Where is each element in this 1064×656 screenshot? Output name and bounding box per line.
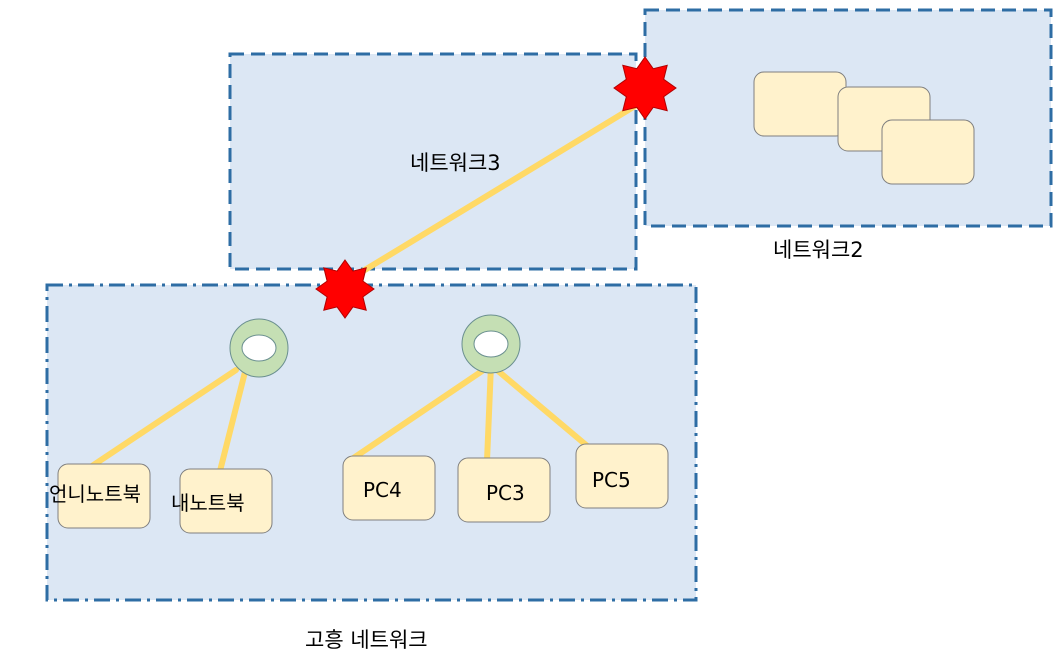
link-router2-pc3 [484,362,494,464]
inter-network-link [342,100,643,285]
star-burst-icon [315,259,375,319]
link-router1-sister-laptop [89,367,239,469]
link-router2-pc4 [349,362,494,462]
my-laptop-label: 내노트북 [171,491,245,515]
link-router2-pc5 [488,362,601,458]
network2-label: 네트워크2 [773,238,864,262]
goheung-network-label: 고흥 네트워크 [305,628,428,652]
pc3-label: PC3 [486,481,525,505]
router-ring-icon [461,314,521,374]
router-ring-icon [229,318,289,378]
link-router1-my-laptop [217,369,248,474]
my-laptop-node [179,468,273,534]
network3-label: 네트워크3 [410,151,501,175]
network2-host-1 [753,71,847,137]
star-burst-icon [613,56,677,120]
network3-zone [228,52,638,271]
sister-laptop-node [57,463,151,529]
network2-host-3 [881,119,975,185]
pc3-node [457,457,551,523]
sister-laptop-label: 언니노트북 [49,482,141,506]
pc4-label: PC4 [363,478,402,502]
pc5-node [575,443,669,509]
pc4-node [342,455,436,521]
pc5-label: PC5 [592,468,631,492]
